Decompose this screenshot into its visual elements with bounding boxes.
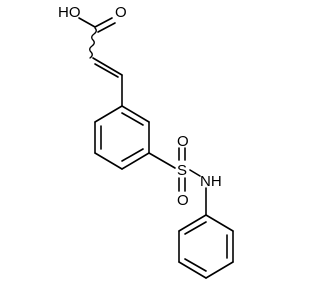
atom-label-hydroxyl: HO xyxy=(58,4,81,21)
ring2-bond-6 xyxy=(178,214,207,232)
ring1-inner-2 xyxy=(121,148,144,162)
ring2-inner-3 xyxy=(184,221,207,235)
bond-s-n xyxy=(189,169,201,177)
bond-alkene-1 xyxy=(92,57,123,76)
ring1-bond-1 xyxy=(121,105,150,123)
wavy-bond xyxy=(89,27,97,59)
bond-ring-s xyxy=(148,152,176,169)
bond-c-o-double-2 xyxy=(97,22,116,33)
ring2-inner-2 xyxy=(184,258,207,272)
ring1-bond-6 xyxy=(94,105,123,123)
chemical-structure: HO O S O O NH xyxy=(58,4,234,279)
ring2-bond-4 xyxy=(178,261,207,279)
atom-label-amine: NH xyxy=(200,173,222,190)
atom-label-sulfonyl-oxygen-bottom: O xyxy=(177,192,189,209)
atom-label-sulfur: S xyxy=(177,162,187,179)
ring2-bond-3 xyxy=(205,261,234,279)
ring2-bond-1 xyxy=(205,214,234,232)
atom-label-sulfonyl-oxygen-top: O xyxy=(177,133,189,150)
atom-label-carbonyl-oxygen: O xyxy=(115,4,127,21)
bond-c-oh xyxy=(78,17,96,28)
ring1-inner-1 xyxy=(121,112,144,126)
bond-alkene-2 xyxy=(94,63,119,78)
ring1-bond-4 xyxy=(94,152,123,170)
ring1-bond-3 xyxy=(121,152,150,170)
bond-c-o-double-1 xyxy=(94,17,113,28)
